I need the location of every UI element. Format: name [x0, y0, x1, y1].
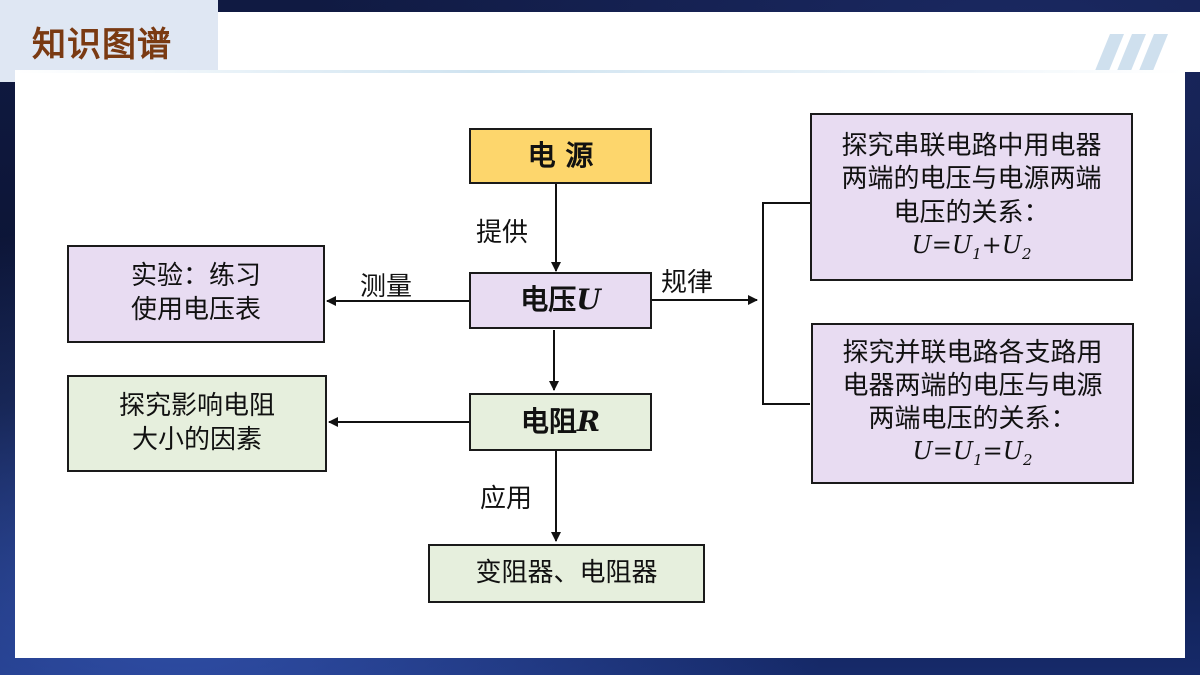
series-line-2: 两端的电压与电源两端: [841, 164, 1102, 195]
node-power-label: 电 源: [527, 138, 594, 172]
experiment-line-2: 使用电压表: [130, 295, 261, 325]
parallel-formula-op: =U: [982, 437, 1023, 466]
edge-label-apply: 应用: [480, 484, 533, 514]
panel-divider: [15, 70, 1185, 73]
series-formula-lhs: U=U: [911, 230, 973, 259]
node-devices-label: 变阻器、电阻器: [475, 557, 658, 588]
node-parallel-rule: 探究并联电路各支路用 电器两端的电压与电源 两端电压的关系： U=U1=U2: [811, 323, 1134, 484]
resistance-symbol: R: [576, 404, 601, 438]
edge-label-law: 规律: [661, 268, 714, 298]
edge-label-measure: 测量: [360, 272, 413, 302]
series-line-3: 电压的关系：: [893, 197, 1050, 228]
series-formula-sub1: 1: [972, 244, 982, 263]
page-title-tab: 知识图谱: [0, 0, 218, 82]
law-bracket: [762, 202, 810, 405]
node-series-rule: 探究串联电路中用电器 两端的电压与电源两端 电压的关系： U=U1+U2: [810, 113, 1133, 281]
series-formula-op: +U: [981, 230, 1022, 259]
explore-line-1: 探究影响电阻: [118, 390, 275, 421]
node-resistance-label: 电阻: [520, 404, 577, 438]
node-devices: 变阻器、电阻器: [428, 544, 705, 603]
series-line-1: 探究串联电路中用电器: [841, 131, 1102, 162]
parallel-line-3: 两端电压的关系：: [868, 404, 1077, 435]
edge-label-provide: 提供: [476, 218, 529, 248]
explore-line-2: 大小的因素: [131, 424, 262, 455]
page-title: 知识图谱: [32, 24, 172, 65]
series-formula: U=U1+U2: [912, 230, 1032, 264]
voltage-symbol: U: [576, 283, 601, 317]
node-experiment: 实验：练习 使用电压表: [67, 245, 325, 343]
decorative-stripes-icon: [1092, 34, 1168, 78]
parallel-formula: U=U1=U2: [913, 436, 1033, 470]
parallel-line-1: 探究并联电路各支路用: [842, 337, 1103, 368]
node-voltage-label: 电压: [520, 283, 577, 317]
parallel-formula-lhs: U=U: [912, 437, 974, 466]
node-explore-resistance: 探究影响电阻 大小的因素: [67, 375, 327, 472]
parallel-line-2: 电器两端的电压与电源: [842, 370, 1103, 401]
parallel-formula-sub1: 1: [973, 451, 983, 470]
experiment-line-1: 实验：练习: [130, 261, 261, 292]
node-power: 电 源: [469, 128, 652, 184]
series-formula-sub2: 2: [1021, 244, 1032, 263]
top-bar: [218, 12, 1200, 78]
parallel-formula-sub2: 2: [1022, 451, 1033, 470]
